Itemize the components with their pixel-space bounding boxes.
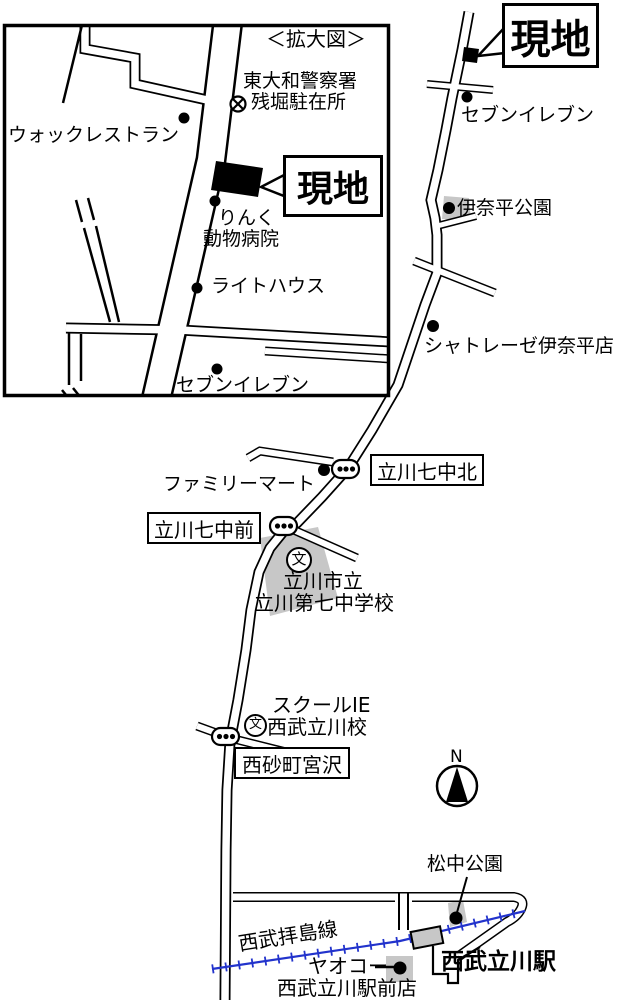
signal-north-box: 立川七中北 [370,454,484,486]
seven-eleven-inset-label: セブンイレブン [176,374,310,396]
signal-front-box: 立川七中前 [147,512,261,544]
signal-miyazawa-icon [210,726,241,747]
station-plaza-outline [431,946,481,985]
cram-school-label-line1: スクールIE [272,693,371,717]
inadaira-park-dot [443,202,455,214]
lighthouse-dot [191,282,203,294]
yaoko-dot [393,961,407,975]
inadaira-park-label: 伊奈平公園 [457,197,553,219]
vet-label-line2: 動物病院 [203,228,280,250]
matsunaka-leader-line [455,876,468,917]
poi-dots [178,91,473,975]
site-box-inset: 現地 [283,155,383,217]
site-box-main: 現地 [502,3,599,68]
traffic-signals [210,458,361,747]
station-entrance-path [398,892,409,930]
inset-roads [61,27,387,395]
site-marker-inset [211,161,263,197]
site-pointer-inset [257,172,286,198]
cram-school-label-line2: 西武立川校 [267,715,367,739]
compass-n-label: N [450,747,463,767]
wok-restaurant-label: ウォックレストラン [8,124,180,146]
family-mart-label: ファミリーマート [163,473,316,495]
seven-eleven-label: セブンイレブン [461,104,595,126]
signal-front-icon [268,515,299,537]
inset-border [2,23,391,398]
chateraise-label: シャトレーゼ伊奈平店 [424,335,615,357]
railway-seibu-haijima [211,906,527,974]
school-label-line1: 立川市立 [283,569,363,593]
site-pointer-main [474,23,507,58]
school-label-line2: 立川第七中学校 [254,591,394,615]
seven-eleven-inset-dot [211,363,223,375]
yaoko-label-line2: 西武立川駅前店 [277,976,417,1000]
vet-label-line1: りんく [218,207,276,229]
family-mart-dot [318,464,330,476]
station-name-label: 西武立川駅 [441,949,556,975]
school-symbol-icon: 文 [286,547,312,573]
wok-restaurant-dot [178,112,190,124]
yaoko-label-line1: ヤオコー [308,954,388,978]
cram-school-symbol-icon: 文 [244,714,267,737]
signal-miyazawa-box: 西砂町宮沢 [234,747,350,779]
matsunaka-park-label: 松中公園 [427,853,504,875]
police-label-line2: 残堀駐在所 [251,91,347,113]
police-label-line1: 東大和警察署 [243,70,358,92]
chateraise-dot [427,320,439,332]
matsunaka-park-dot [449,911,463,925]
signal-north-icon [330,458,361,480]
site-marker-main [462,47,479,63]
compass-icon [435,764,479,808]
lighthouse-label: ライトハウス [211,275,326,297]
inset-minor-roads [61,27,121,395]
police-box-icon [229,95,247,113]
vet-dot [209,195,221,207]
inset-title: ＜拡大図＞ [266,27,366,51]
inadaira-park-area [442,196,471,220]
station-building [409,925,445,950]
railway-line [211,909,526,971]
seven-eleven-dot [461,91,473,103]
